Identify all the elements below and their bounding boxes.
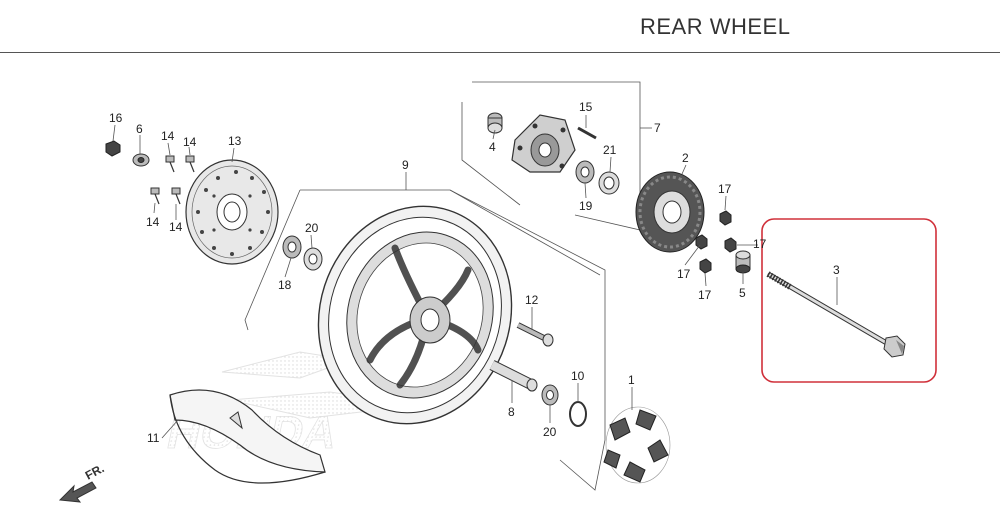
callout-17[interactable]: 17 <box>753 237 767 251</box>
part-17-nuts[interactable] <box>695 210 737 274</box>
part-3-rear-axle[interactable] <box>766 271 906 358</box>
callout-9[interactable]: 9 <box>402 158 409 172</box>
callout-17[interactable]: 17 <box>718 182 732 196</box>
direction-label: FR. <box>83 461 107 482</box>
callout-7[interactable]: 7 <box>654 121 661 135</box>
callout-20[interactable]: 20 <box>543 425 557 439</box>
callout-2[interactable]: 2 <box>682 151 689 165</box>
callout-3[interactable]: 3 <box>833 263 840 277</box>
hub-assembly-box <box>461 81 641 231</box>
callout-17[interactable]: 17 <box>677 267 691 281</box>
part-10-o-ring[interactable] <box>569 401 587 427</box>
callout-12[interactable]: 12 <box>525 293 539 307</box>
callout-4[interactable]: 4 <box>489 140 496 154</box>
callout-1[interactable]: 1 <box>628 373 635 387</box>
callout-14[interactable]: 14 <box>161 129 175 143</box>
callout-14[interactable]: 14 <box>146 215 160 229</box>
callout-17[interactable]: 17 <box>698 288 712 302</box>
leader-lines <box>112 115 838 439</box>
part-1-wheel-damper-rubbers[interactable] <box>603 406 671 484</box>
part-12-bolt[interactable] <box>516 322 554 347</box>
part-15-stud[interactable] <box>577 126 597 140</box>
callout-14[interactable]: 14 <box>169 220 183 234</box>
part-20-oil-seal[interactable] <box>303 247 323 271</box>
callout-8[interactable]: 8 <box>508 405 515 419</box>
part-20-lower-oil-seal[interactable] <box>541 384 559 406</box>
callout-labels: 16 6 14 14 13 14 14 9 20 18 4 15 7 21 19… <box>109 100 840 445</box>
callout-18[interactable]: 18 <box>278 278 292 292</box>
part-16-nut[interactable] <box>105 140 121 157</box>
part-8-distance-collar[interactable] <box>489 360 538 392</box>
callout-14[interactable]: 14 <box>183 135 197 149</box>
part-2-final-driven-sprocket[interactable] <box>635 171 705 253</box>
wheel-assembly-box <box>244 189 606 491</box>
callout-5[interactable]: 5 <box>739 286 746 300</box>
callout-21[interactable]: 21 <box>603 143 617 157</box>
front-direction-arrow: FR. <box>58 461 107 503</box>
title-divider <box>0 52 1000 53</box>
part-9-wheel-rim[interactable] <box>291 181 540 449</box>
highlight-part-3 <box>761 218 937 383</box>
diagram-title: REAR WHEEL <box>640 14 791 39</box>
part-11-hugger-fender[interactable] <box>169 389 326 484</box>
part-13-brake-disc[interactable] <box>185 159 279 265</box>
part-14-bolts[interactable] <box>150 155 195 205</box>
part-18-bearing[interactable] <box>282 235 302 259</box>
part-5-collar[interactable] <box>735 250 751 274</box>
part-19-bearing[interactable] <box>575 160 595 184</box>
part-7-driven-flange[interactable] <box>511 114 576 173</box>
callout-20[interactable]: 20 <box>305 221 319 235</box>
callout-10[interactable]: 10 <box>571 369 585 383</box>
part-21-oil-seal[interactable] <box>598 171 620 195</box>
callout-16[interactable]: 16 <box>109 111 123 125</box>
part-4-collar[interactable] <box>487 112 503 134</box>
callout-15[interactable]: 15 <box>579 100 593 114</box>
callout-11[interactable]: 11 <box>147 431 160 445</box>
part-6-collar[interactable] <box>132 153 150 167</box>
callout-19[interactable]: 19 <box>579 199 593 213</box>
callout-6[interactable]: 6 <box>136 122 143 136</box>
callout-13[interactable]: 13 <box>228 134 242 148</box>
